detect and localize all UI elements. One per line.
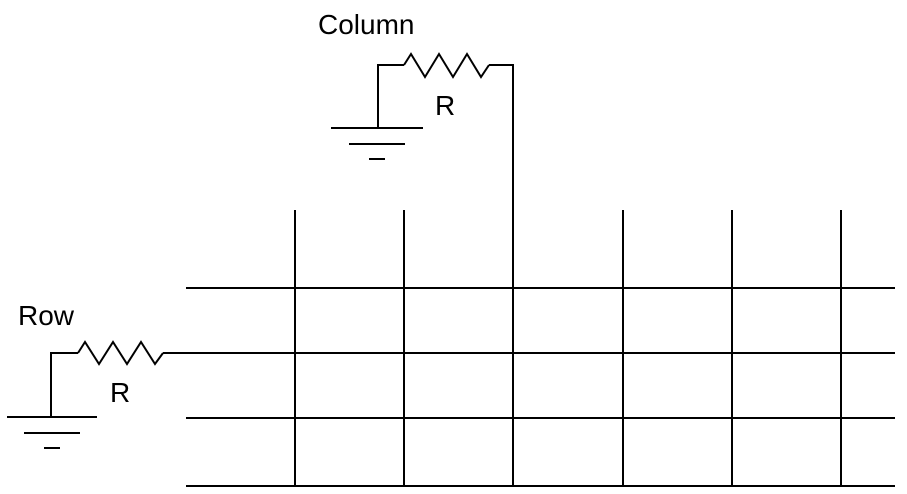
row-wire-left [50, 352, 78, 417]
row-resistor-label: R [110, 377, 130, 408]
row-label: Row [18, 300, 75, 331]
column-wire-left [377, 64, 404, 128]
column-label: Column [318, 9, 414, 40]
row-circuit: Row R [7, 300, 186, 449]
switch-matrix [186, 210, 895, 487]
row-ground-symbol [7, 416, 97, 449]
column-circuit: Column R [318, 9, 514, 487]
column-ground-symbol [331, 127, 423, 160]
column-wire-right [489, 64, 514, 487]
column-resistor-label: R [435, 90, 455, 121]
row-resistor [77, 340, 164, 366]
column-resistor [403, 52, 490, 79]
